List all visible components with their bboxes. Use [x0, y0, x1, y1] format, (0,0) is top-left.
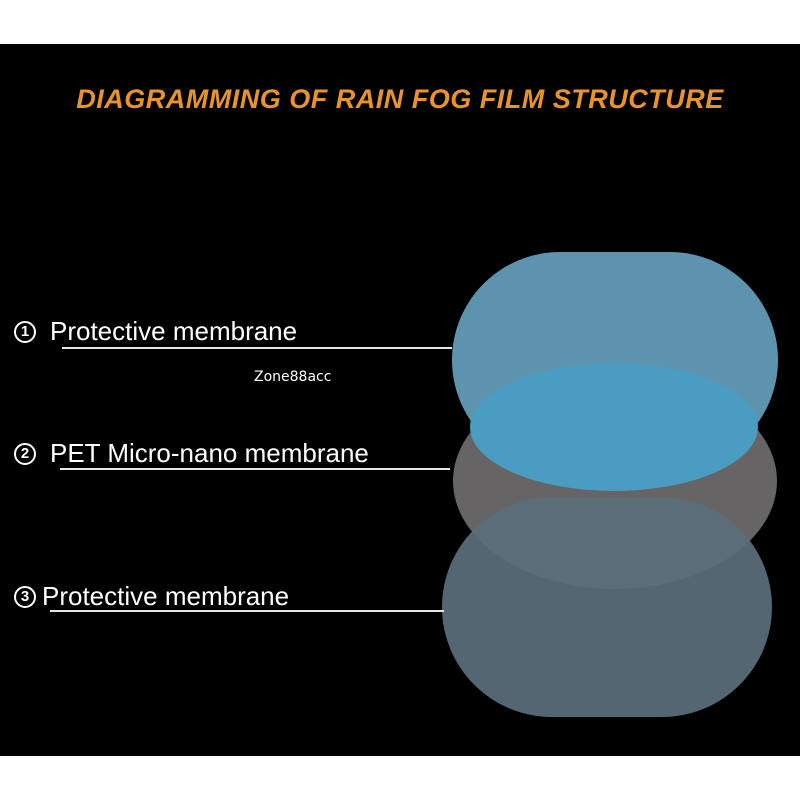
- layer-3-label: 3 Protective membrane: [14, 581, 289, 612]
- layer-2-leader-line: [60, 468, 450, 470]
- layer-1-label: 1 Protective membrane: [14, 316, 297, 347]
- layer-1-text: Protective membrane: [50, 316, 297, 347]
- film-layers-illustration: [0, 44, 800, 756]
- diagram-panel: DIAGRAMMING OF RAIN FOG FILM STRUCTURE 1…: [0, 44, 800, 756]
- layer-3-leader-line: [50, 610, 444, 612]
- layer-3-text: Protective membrane: [42, 581, 289, 612]
- layer-3-shape: [442, 497, 772, 717]
- layer-2-label: 2 PET Micro-nano membrane: [14, 438, 369, 469]
- layer-1-leader-line: [62, 347, 452, 349]
- layer-2-number: 2: [14, 443, 36, 465]
- layer-1-2-overlap-shape: [470, 363, 758, 491]
- layer-1-number: 1: [14, 321, 36, 343]
- layer-3-number: 3: [14, 586, 36, 608]
- layer-2-text: PET Micro-nano membrane: [50, 438, 369, 469]
- watermark: Zone88acc: [254, 369, 331, 385]
